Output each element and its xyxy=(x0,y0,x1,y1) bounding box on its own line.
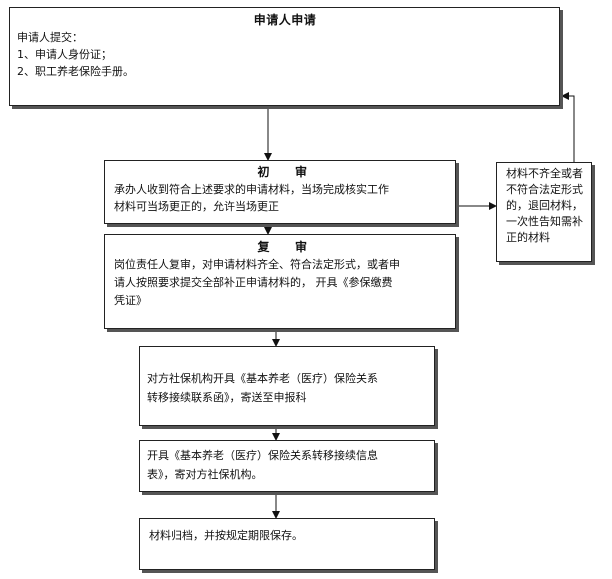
rejection-line-3: 的，退回材料， xyxy=(506,199,583,212)
info-table-line-2: 表》，寄对方社保机构。 xyxy=(147,468,263,481)
rejection-line-2: 不符合法定形式 xyxy=(506,183,583,196)
second-review-line-2: 请人按照要求提交全部补正申请材料的， 开具《参保缴费 xyxy=(114,276,393,289)
second-review-box: 复 审 岗位责任人复审，对申请材料齐全、符合法定形式，或者申 请人按照要求提交全… xyxy=(104,234,456,329)
initial-review-box: 初 审 承办人收到符合上述要求的申请材料，当场完成核实工作 材料可当场更正的，允… xyxy=(104,160,456,224)
archive-line-1: 材料归档，并按规定期限保存。 xyxy=(149,529,303,542)
initial-review-line-1: 承办人收到符合上述要求的申请材料，当场完成核实工作 xyxy=(114,183,389,196)
application-title: 申请人申请 xyxy=(253,13,317,27)
application-line-1: 申请人提交： xyxy=(17,31,83,44)
transfer-letter-line-1: 对方社保机构开具《基本养老（医疗）保险关系 xyxy=(147,372,378,385)
application-line-2: 1、申请人身份证； xyxy=(17,48,112,61)
second-review-line-3: 凭证》 xyxy=(114,294,147,307)
rejection-line-4: 一次性告知需补 xyxy=(506,215,583,228)
arrow-rejection-to-application xyxy=(561,92,575,162)
rejection-box: 材料不齐全或者 不符合法定形式 的，退回材料， 一次性告知需补 正的材料 xyxy=(496,162,592,262)
transfer-letter-line-2: 转移接续联系函》，寄送至申报科 xyxy=(147,391,307,404)
info-table-line-1: 开具《基本养老（医疗）保险关系转移接续信息 xyxy=(147,449,378,462)
application-line-3: 2、职工养老保险手册。 xyxy=(17,65,134,78)
info-table-box: 开具《基本养老（医疗）保险关系转移接续信息 表》，寄对方社保机构。 xyxy=(139,440,435,492)
archive-box: 材料归档，并按规定期限保存。 xyxy=(139,518,435,570)
rejection-line-5: 正的材料 xyxy=(506,231,550,244)
second-review-title: 复 审 xyxy=(257,240,308,254)
initial-review-line-2: 材料可当场更正的，允许当场更正 xyxy=(114,200,279,213)
transfer-letter-box: 对方社保机构开具《基本养老（医疗）保险关系 转移接续联系函》，寄送至申报科 xyxy=(139,346,435,426)
second-review-line-1: 岗位责任人复审，对申请材料齐全、符合法定形式，或者申 xyxy=(114,258,400,271)
rejection-line-1: 材料不齐全或者 xyxy=(506,167,583,180)
application-box: 申请人申请 申请人提交： 1、申请人身份证； 2、职工养老保险手册。 xyxy=(9,7,560,106)
initial-review-title: 初 审 xyxy=(257,165,308,179)
